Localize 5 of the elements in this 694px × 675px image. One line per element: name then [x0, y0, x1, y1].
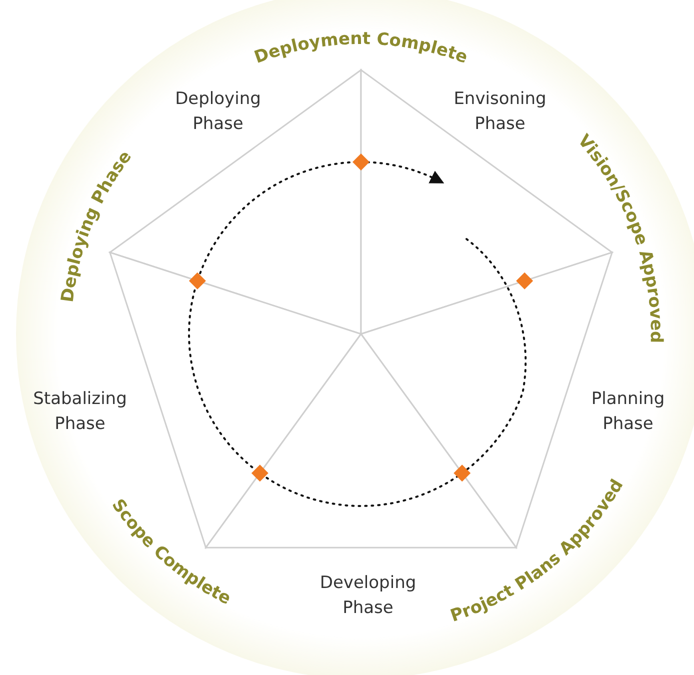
phase-label: Developing Phase [318, 572, 418, 620]
phase-label: Deploying Phase [174, 88, 262, 136]
phase-label: Stabalizing Phase [32, 388, 128, 436]
phase-label: Envisoning Phase [452, 88, 548, 136]
phase-label: Planning Phase [590, 388, 666, 436]
